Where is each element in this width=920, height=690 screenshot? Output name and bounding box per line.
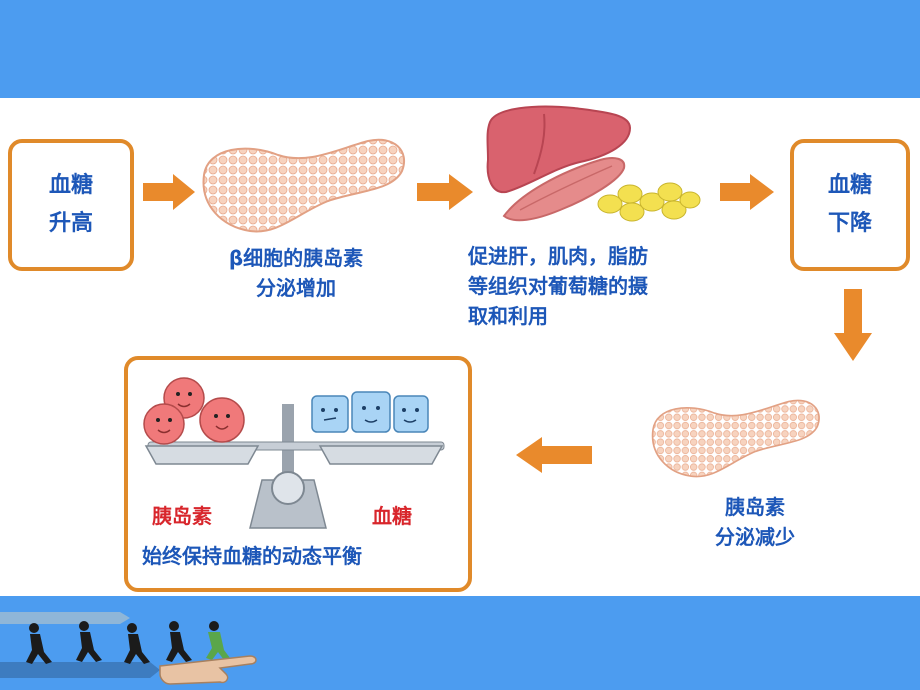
insulin-increase-line2: 分泌增加	[256, 276, 336, 300]
insulin-face-group	[143, 377, 245, 445]
uptake-line2: 等组织对葡萄糖的摄	[468, 274, 648, 298]
muscle-icon	[502, 157, 626, 222]
high-glucose-line2: 升高	[48, 211, 93, 236]
right-arrow-icon	[417, 174, 473, 210]
balance-scale-icon	[143, 377, 445, 529]
right-arrow-icon	[143, 174, 195, 210]
fat-cells-icon	[597, 182, 701, 222]
pancreas-icon	[202, 138, 405, 233]
insulin-increase-caption: β细胞的胰岛素 分泌增加	[196, 243, 396, 303]
liver-icon	[486, 105, 632, 194]
left-arrow-icon	[516, 437, 592, 473]
uptake-line3: 取和利用	[468, 304, 548, 328]
insulin-decrease-line2: 分泌减少	[715, 525, 795, 549]
low-glucose-line1: 血糖	[827, 173, 872, 198]
glucose-scale-label: 血糖	[372, 504, 412, 528]
uptake-line1: 促进肝，肌肉，脂肪	[468, 244, 648, 268]
insulin-increase-line1: β细胞的胰岛素	[228, 246, 364, 270]
pointing-hand-icon	[159, 655, 257, 685]
right-arrow-icon	[720, 174, 774, 210]
balance-caption: 始终保持血糖的动态平衡	[142, 544, 362, 568]
uptake-caption: 促进肝，肌肉，脂肪 等组织对葡萄糖的摄 取和利用	[468, 241, 738, 331]
glucose-cube-group	[311, 391, 429, 433]
insulin-decrease-line1: 胰岛素	[725, 495, 785, 519]
high-glucose-line1: 血糖	[48, 173, 93, 198]
top-banner	[0, 0, 920, 98]
running-people-icon	[0, 612, 257, 685]
down-arrow-icon	[834, 289, 872, 361]
high-glucose-box: 血糖 升高	[8, 139, 134, 271]
low-glucose-box: 血糖 下降	[790, 139, 910, 271]
pancreas-icon	[651, 399, 820, 478]
insulin-scale-label: 胰岛素	[152, 504, 212, 528]
low-glucose-line2: 下降	[827, 211, 872, 236]
insulin-decrease-caption: 胰岛素 分泌减少	[680, 492, 830, 552]
